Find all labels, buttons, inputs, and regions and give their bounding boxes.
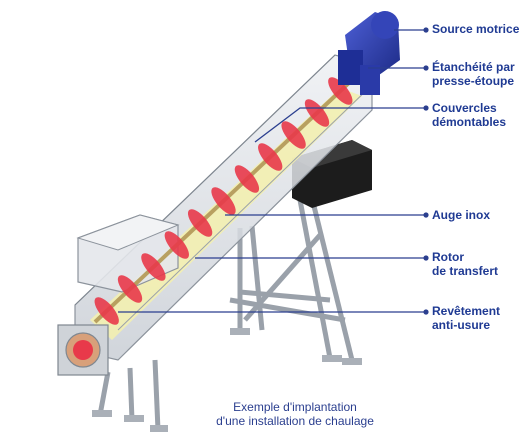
callout-rotor-line-2: de transfert <box>432 264 499 278</box>
callout-lining-line-2: anti-usure <box>432 318 491 332</box>
caption-line-1: Exemple d'implantation <box>233 400 357 414</box>
rotor-flight <box>328 77 353 105</box>
callout-seal: Étanchéité par presse-étoupe <box>432 60 515 88</box>
frame-feet <box>92 328 362 432</box>
callout-rotor-line-1: Rotor <box>432 250 464 264</box>
caption-line-2: d'une installation de chaulage <box>216 414 374 428</box>
callout-lining-line-1: Revêtement <box>432 304 501 318</box>
inlet-flange <box>57 324 109 376</box>
callout-seal-line-1: Étanchéité par <box>432 60 515 74</box>
callout-trough: Auge inox <box>432 208 490 222</box>
callout-motor: Source motrice <box>432 22 519 36</box>
callout-rotor: Rotor de transfert <box>432 250 498 278</box>
callout-lining: Revêtement anti-usure <box>432 304 500 332</box>
rotor-flight <box>281 121 306 149</box>
rotor-flight <box>187 209 213 237</box>
rotor-flight <box>94 297 119 325</box>
figure-caption: Exemple d'implantation d'une installatio… <box>180 400 410 428</box>
rotor-flight <box>164 231 189 259</box>
callout-covers-line-1: Couvercles <box>432 101 497 115</box>
callout-trough-line-1: Auge inox <box>432 208 491 222</box>
leader-dots <box>423 27 429 315</box>
rotor-flight <box>141 253 166 281</box>
callout-motor-line-1: Source motrice <box>432 22 520 36</box>
rotor-flight <box>304 99 330 127</box>
rotor-flights <box>93 77 354 325</box>
leader-lines <box>118 29 425 313</box>
rotor-flight <box>234 165 260 193</box>
callout-covers-line-2: démontables <box>432 115 507 129</box>
rotor-flight <box>258 143 283 171</box>
callout-covers: Couvercles démontables <box>432 101 506 129</box>
rotor-flight <box>117 275 143 303</box>
callout-seal-line-2: presse-étoupe <box>432 74 515 88</box>
support-frame <box>97 197 355 431</box>
drive-motor <box>338 11 400 95</box>
rotor-flight <box>211 187 236 215</box>
